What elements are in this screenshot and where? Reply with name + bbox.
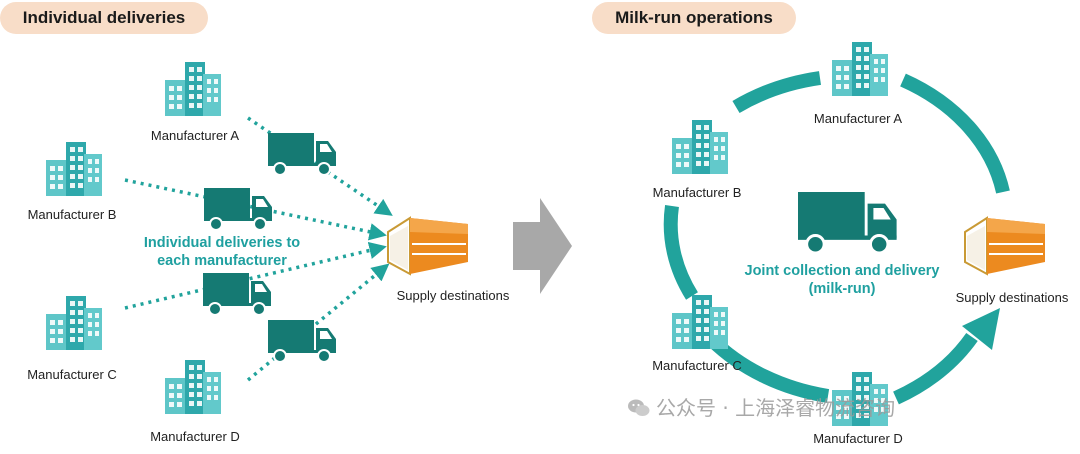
building-icon [46, 296, 102, 350]
truck-icon [267, 132, 337, 176]
manufacturer-c-label: Manufacturer C [27, 367, 117, 382]
building-icon [672, 120, 728, 174]
big-arrow-icon [513, 198, 572, 294]
warehouse-icon [387, 217, 469, 275]
truck-icon [267, 319, 337, 363]
manufacturer-a-label: Manufacturer A [150, 128, 240, 143]
building-icon [46, 142, 102, 196]
manufacturer-a-label: Manufacturer A [813, 111, 903, 126]
supply-destinations-label: Supply destinations [396, 288, 510, 303]
supply-destinations-label: Supply destinations [955, 290, 1069, 305]
individual-deliveries-note: Individual deliveries to each manufactur… [143, 235, 301, 269]
warehouse-icon [964, 217, 1046, 275]
watermark: 公众号 · 上海泽睿物流咨询 [628, 392, 895, 421]
truck-icon [203, 187, 273, 231]
manufacturer-d-label: Manufacturer D [813, 431, 903, 446]
panel-title-left: Individual deliveries [0, 2, 208, 34]
manufacturer-b-label: Manufacturer B [27, 207, 117, 222]
building-icon [672, 295, 728, 349]
truck-icon [202, 272, 272, 316]
building-icon [832, 42, 888, 96]
wechat-icon [628, 399, 650, 416]
manufacturer-d-label: Manufacturer D [150, 429, 240, 444]
manufacturer-b-label: Manufacturer B [652, 185, 742, 200]
route-arrowhead [962, 308, 1000, 350]
manufacturer-c-label: Manufacturer C [652, 358, 742, 373]
truck-icon [796, 190, 899, 255]
building-icon [165, 62, 221, 116]
building-icon [165, 360, 221, 414]
panel-title-right: Milk-run operations [592, 2, 796, 34]
milk-run-note: Joint collection and delivery (milk-run) [744, 263, 940, 297]
watermark-text: 公众号 · 上海泽睿物流咨询 [656, 396, 896, 420]
milk-run-route [663, 71, 1010, 405]
